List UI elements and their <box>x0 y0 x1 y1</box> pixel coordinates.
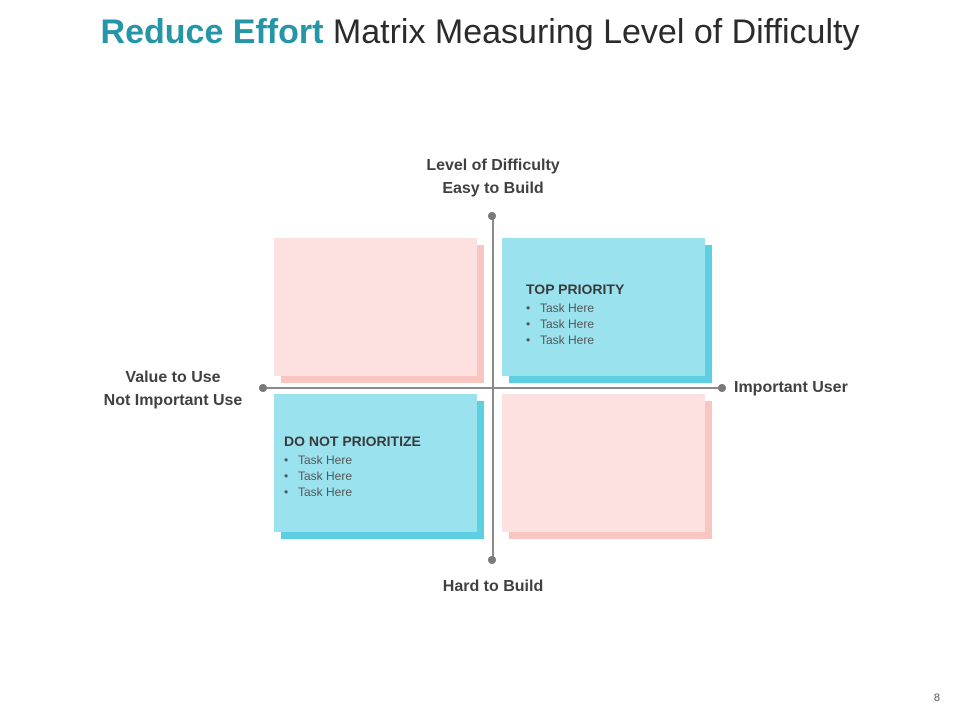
do-not-prioritize-content: DO NOT PRIORITIZE •Task Here •Task Here … <box>284 433 421 500</box>
page-number: 8 <box>933 692 940 704</box>
axis-top-dot <box>488 212 496 220</box>
quadrant-top-left <box>274 238 477 376</box>
axis-right-dot <box>718 384 726 392</box>
quadrant-bottom-right <box>502 394 705 532</box>
axis-label-bottom: Hard to Build <box>442 578 544 595</box>
axis-label-left-line1: Value to Use <box>125 369 221 386</box>
list-item: •Task Here <box>526 317 595 331</box>
top-priority-list: •Task Here •Task Here •Task Here <box>526 300 624 348</box>
quadrant-top-right <box>502 238 705 376</box>
title-accent: Reduce Effort <box>100 13 324 51</box>
list-item: •Task Here <box>284 485 353 499</box>
axis-label-left: Value to Use Not Important Use <box>58 366 288 412</box>
axis-label-left-line2: Not Important Use <box>103 392 243 409</box>
axis-left-dot <box>259 384 267 392</box>
top-priority-content: TOP PRIORITY •Task Here •Task Here •Task… <box>526 281 624 348</box>
title-rest: Matrix Measuring Level of Difficulty <box>323 13 860 51</box>
do-not-prioritize-heading: DO NOT PRIORITIZE <box>284 433 421 449</box>
axis-label-top-line1: Level of Difficulty <box>426 157 560 174</box>
axis-bottom-dot <box>488 556 496 564</box>
top-priority-heading: TOP PRIORITY <box>526 281 625 297</box>
page-title: Reduce Effort Matrix Measuring Level of … <box>0 13 960 52</box>
quadrant-bottom-left <box>274 394 477 532</box>
axis-label-top: Level of Difficulty Easy to Build <box>393 154 593 200</box>
list-item: •Task Here <box>284 469 353 483</box>
do-not-prioritize-list: •Task Here •Task Here •Task Here <box>284 452 421 500</box>
list-item: •Task Here <box>284 453 353 467</box>
axis-label-right: Important User <box>734 379 848 396</box>
axis-label-top-line2: Easy to Build <box>442 180 544 197</box>
list-item: •Task Here <box>526 301 595 315</box>
list-item: •Task Here <box>526 333 595 347</box>
horizontal-axis <box>263 387 722 389</box>
